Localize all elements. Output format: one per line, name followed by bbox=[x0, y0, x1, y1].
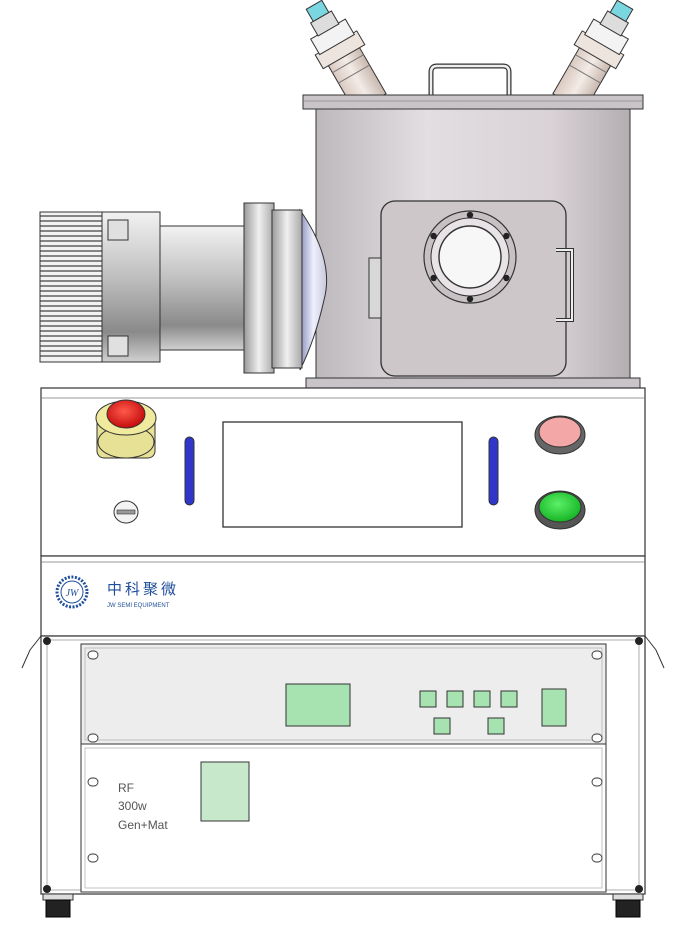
controller-side-display bbox=[541, 688, 567, 727]
rf-label-line2: 300w bbox=[118, 799, 147, 813]
controller-display bbox=[285, 683, 351, 727]
rf-label: RF 300w Gen+Mat bbox=[118, 781, 168, 832]
key-button[interactable] bbox=[473, 690, 491, 708]
logo-chinese-name: 中科聚微 bbox=[107, 580, 179, 598]
logo-monogram: JW bbox=[66, 588, 80, 599]
logo-english-name: JW SEMI EQUIPMENT bbox=[107, 603, 170, 609]
rack-screw-slot bbox=[87, 733, 99, 743]
stop-button[interactable] bbox=[534, 415, 586, 455]
key-button[interactable] bbox=[433, 717, 451, 735]
bolt bbox=[503, 232, 510, 240]
view-port-window bbox=[423, 210, 517, 304]
bolt bbox=[466, 211, 474, 219]
controller-keypad bbox=[419, 690, 518, 735]
rf-label-line1: RF bbox=[118, 781, 134, 795]
key-button[interactable] bbox=[500, 690, 518, 708]
touch-screen[interactable] bbox=[222, 421, 463, 528]
rf-display bbox=[200, 761, 250, 822]
rack-screw-slot bbox=[591, 650, 603, 660]
key-switch[interactable] bbox=[113, 500, 139, 524]
bolt bbox=[466, 295, 474, 303]
right-foot bbox=[612, 893, 644, 918]
rack-screw-slot bbox=[591, 777, 603, 787]
bolt bbox=[430, 274, 437, 282]
pump-knurled-cap bbox=[39, 211, 103, 363]
rack-screw-slot bbox=[87, 853, 99, 863]
start-button[interactable] bbox=[534, 490, 586, 530]
rack-screw-slot bbox=[591, 853, 603, 863]
rf-label-line3: Gen+Mat bbox=[118, 818, 168, 832]
pump-pipe bbox=[99, 202, 328, 374]
lid-handle bbox=[428, 63, 512, 97]
left-foot bbox=[42, 893, 74, 918]
emergency-stop-button[interactable] bbox=[95, 399, 157, 459]
key-button[interactable] bbox=[487, 717, 505, 735]
logo-band bbox=[40, 555, 646, 637]
rack-screw-slot bbox=[591, 733, 603, 743]
left-indicator-strip bbox=[184, 436, 195, 506]
right-indicator-strip bbox=[488, 436, 499, 506]
bolt bbox=[503, 274, 510, 282]
rf-generator-rack-unit bbox=[80, 743, 607, 893]
chamber-lid bbox=[302, 94, 644, 110]
rack-screw-slot bbox=[87, 777, 99, 787]
key-button[interactable] bbox=[419, 690, 437, 708]
company-logo: JW 中科聚微 JW SEMI EQUIPMENT bbox=[55, 575, 179, 609]
bolt bbox=[430, 232, 437, 240]
rack-screw-slot bbox=[87, 650, 99, 660]
key-button[interactable] bbox=[446, 690, 464, 708]
rack-slots bbox=[87, 650, 603, 863]
